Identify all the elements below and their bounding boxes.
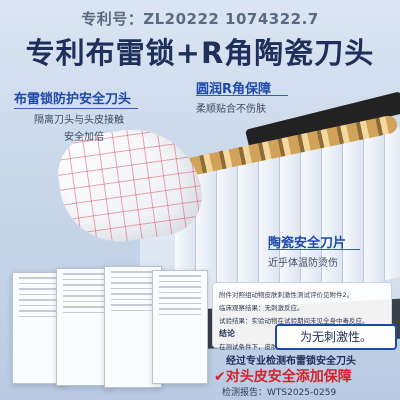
safety-guarantee: ✔对头皮安全添加保障 bbox=[214, 369, 352, 385]
callout-brev-title: 布雷锁防护安全刀头 bbox=[14, 92, 132, 107]
callout-r-corner: 圆润R角保障 柔顺贴合不伤肤 bbox=[196, 78, 271, 115]
blade-tooth bbox=[301, 144, 322, 300]
callout-brev: 布雷锁防护安全刀头 隔离刀头与头皮接触 安全加倍 bbox=[14, 88, 131, 143]
callout-ceramic-title: 陶瓷安全刀片 bbox=[268, 236, 347, 251]
callout-brev-line2: 安全加倍 bbox=[64, 132, 104, 143]
callout-ceramic-line1: 近乎体温防烫伤 bbox=[268, 258, 338, 269]
patent-number: 专利号：ZL20222 1074322.7 bbox=[81, 10, 319, 28]
report-line-3: 试验结果：实验动物在试验期间未见全身中毒反应。 bbox=[219, 317, 369, 325]
callout-r-corner-line1: 柔顺贴合不伤肤 bbox=[196, 104, 266, 115]
report-conclusion-label: 结论 bbox=[219, 329, 235, 338]
blade-tooth bbox=[343, 135, 364, 291]
report-line-2: 临床观察结果：无刺激反应。 bbox=[219, 304, 304, 312]
blade-tooth bbox=[385, 125, 400, 281]
callout-r-corner-title: 圆润R角保障 bbox=[196, 82, 272, 97]
tested-statement: 经过专业检测布雷锁安全刀头 bbox=[226, 356, 356, 367]
report-line-4: 在测试条件下，皮肤刺激强度为 bbox=[219, 343, 310, 351]
result-highlight-text: 为无刺激性。 bbox=[299, 330, 372, 344]
callout-r-corner-underline bbox=[196, 95, 288, 96]
blade-tooth bbox=[322, 139, 343, 295]
report-line-1: 附件对照组动物皮肤刺激性测试评价见附件2。 bbox=[219, 291, 354, 299]
page-title: 专利布雷锁+R角陶瓷刀头 bbox=[25, 36, 375, 70]
report-number: 检测报告：WTS2025-0259 bbox=[222, 388, 337, 398]
certificate-page bbox=[152, 270, 208, 384]
result-highlight: 为无刺激性。 bbox=[275, 324, 397, 350]
callout-ceramic-underline bbox=[268, 249, 360, 250]
certificate-stack bbox=[8, 266, 208, 394]
callout-brev-line1: 隔离刀头与头皮接触 bbox=[34, 115, 124, 126]
blade-tooth bbox=[364, 130, 385, 286]
callout-brev-underline bbox=[14, 108, 138, 109]
callout-ceramic: 陶瓷安全刀片 近乎体温防烫伤 bbox=[268, 232, 346, 269]
